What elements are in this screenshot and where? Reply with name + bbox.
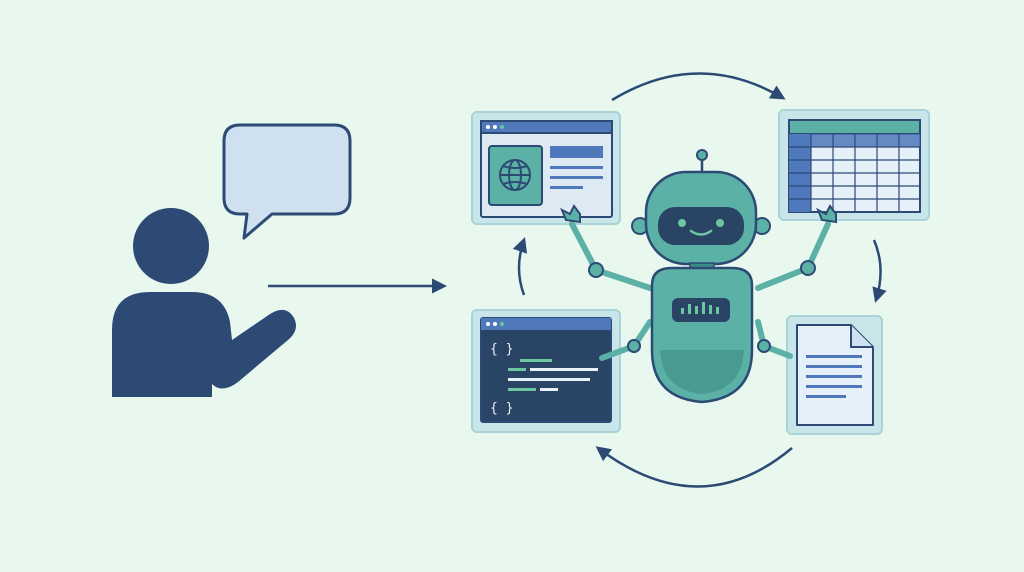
- code-open-brace: { }: [490, 342, 513, 357]
- code-editor-icon: { } { }: [471, 309, 621, 433]
- speech-bubble-icon: [222, 123, 352, 240]
- globe-icon: [499, 159, 531, 191]
- spreadsheet-icon: [778, 109, 930, 221]
- person-icon: [112, 208, 296, 397]
- browser-window-icon: [471, 111, 621, 225]
- cycle-arrow-top: [611, 72, 786, 102]
- cycle-arrow-left: [512, 237, 528, 296]
- code-close-brace: { }: [490, 401, 513, 416]
- document-icon: [786, 315, 883, 435]
- cycle-arrow-right: [872, 239, 887, 303]
- cycle-arrow-bottom: [595, 446, 793, 488]
- robot-icon: [560, 149, 837, 404]
